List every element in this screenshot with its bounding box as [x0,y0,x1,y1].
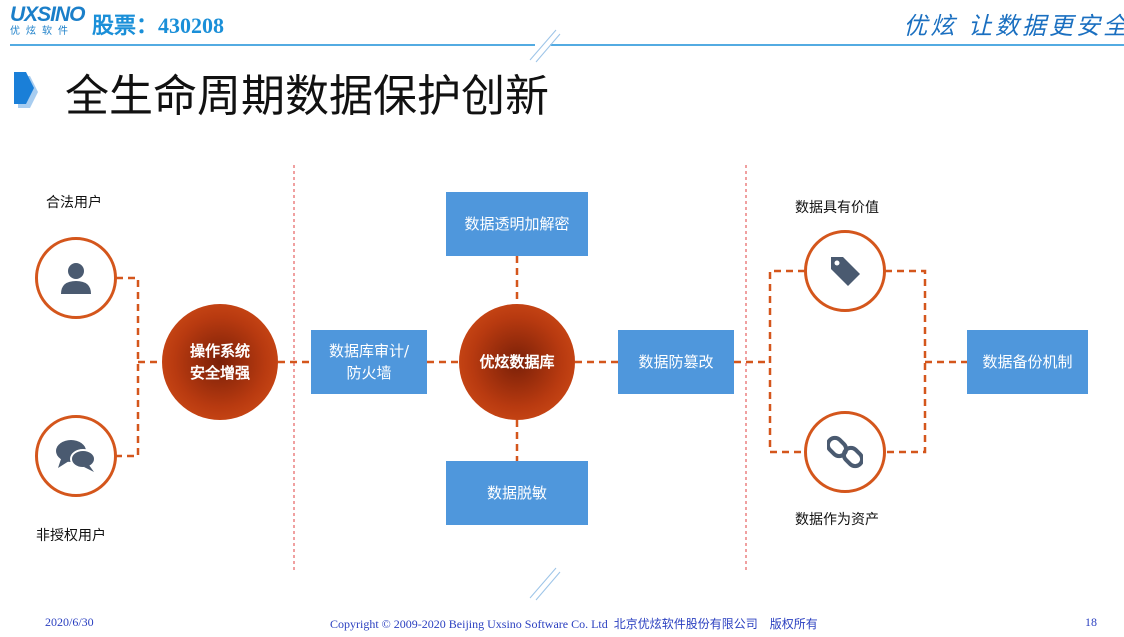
audit-line1: 数据库审计/ [328,342,410,360]
page-title: 全生命周期数据保护创新 [65,71,549,122]
slash-decor [535,33,561,63]
title-marker-icon [14,72,38,108]
slash-decor [529,29,557,61]
link-icon [827,435,863,469]
unauth-user-label: 非授权用户 [36,528,106,544]
asset-label: 数据作为资产 [795,512,879,528]
page-number: 18 [1085,615,1097,629]
os-security-node: 操作系统安全增强 [162,304,278,420]
footer-date: 2020/6/30 [45,615,94,629]
stock-code: 股票：430208 [92,13,225,38]
backup-box: 数据备份机制 [967,330,1088,394]
slash-decor [529,567,557,599]
tamper-box: 数据防篡改 [618,330,734,394]
dashed-connectors [116,256,967,461]
user-icon-circle [35,237,117,319]
audit-line2: 防火墙 [346,364,392,382]
tag-icon [831,257,860,286]
chat-icon [56,440,96,472]
core-db-node: 优炫数据库 [459,304,575,420]
user-icon [61,263,91,294]
chat-icon-circle [35,415,117,497]
tag-icon-circle [804,230,886,312]
audit-firewall-box: 数据库审计/防火墙 [311,330,427,394]
link-icon-circle [804,411,886,493]
encrypt-box: 数据透明加解密 [446,192,588,256]
logo-text: UXSINO [10,3,86,26]
mask-box: 数据脱敏 [446,461,588,525]
os-security-line2: 安全增强 [189,364,250,382]
slogan: 优炫 让数据更安全 [903,12,1124,40]
slash-decor [535,571,561,601]
os-security-line1: 操作系统 [189,342,250,360]
uxsino-logo: UXSINO 优炫软件 [10,4,90,38]
footer-copyright: Copyright © 2009-2020 Beijing Uxsino Sof… [330,617,818,631]
legit-user-label: 合法用户 [46,195,102,211]
logo-subtext: 优炫软件 [10,26,74,37]
value-label: 数据具有价值 [795,200,879,216]
